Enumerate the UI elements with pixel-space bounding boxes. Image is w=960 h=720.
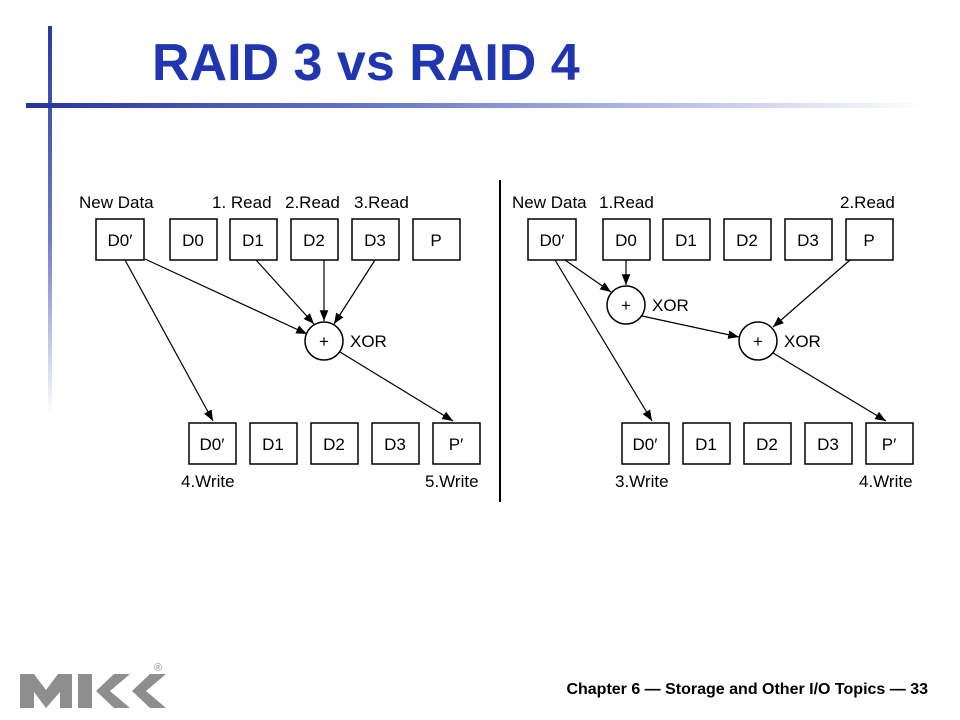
raid3-top-block-d3: D3 [351,218,400,261]
raid3-write-parity-label: 5.Write [425,472,479,491]
raid4-arrow-newdata-to-xor1 [564,259,612,293]
svg-text:D3: D3 [364,231,386,250]
svg-text:D3: D3 [817,435,839,454]
raid3-write-data-label: 4.Write [181,472,235,491]
svg-text:D3: D3 [384,435,406,454]
raid3-read2-label: 2.Read [285,193,340,212]
registered-mark: ® [154,662,162,674]
slide-title: RAID 3 vs RAID 4 [152,34,580,92]
raid4-top-block-d1: D1 [662,218,711,261]
svg-text:D0: D0 [182,231,204,250]
svg-text:D2: D2 [736,231,758,250]
raid3-xor-node: + XOR [304,321,387,361]
svg-text:D0′: D0′ [540,231,565,250]
raid3-bottom-block-d3: D3 [371,422,420,465]
svg-text:D2: D2 [303,231,325,250]
raid4-top-block-d0: D0 [602,218,651,261]
raid3-arrow-newdata-to-write [124,259,214,422]
raid4-read1-label: 1.Read [599,193,654,212]
raid4-write-data-label: 3.Write [615,472,669,491]
raid3-xor-label: XOR [350,332,387,351]
svg-text:+: + [621,296,631,315]
raid3-top-block-d0-new: D0′ [95,218,145,261]
raid4-top-block-d3: D3 [784,218,833,261]
publisher-logo: ® [20,662,166,708]
raid4-xor1-label: XOR [652,296,689,315]
svg-text:D3: D3 [797,231,819,250]
raid4-arrow-xor1-to-xor2 [641,315,740,339]
svg-text:D0: D0 [615,231,637,250]
accent-vertical-bar [48,26,52,416]
raid4-new-data-label: New Data [512,193,587,212]
raid4-arrow-xor2-to-parity [772,352,887,422]
raid3-bottom-block-d1: D1 [249,422,298,465]
accent-horizontal-bar [26,103,926,108]
svg-text:+: + [319,332,329,351]
raid4-panel: New Data 1.Read 2.Read D0′ D0 D1 D2 D3 P [512,193,914,491]
raid4-xor-node-1: + XOR [606,285,689,325]
raid3-arrow-xor-to-parity [339,351,454,422]
svg-text:D0′: D0′ [200,435,225,454]
svg-text:P: P [863,231,874,250]
slide-footer: Chapter 6 — Storage and Other I/O Topics… [566,681,928,698]
svg-text:D1: D1 [695,435,717,454]
raid3-top-block-d0: D0 [169,218,218,261]
raid3-bottom-block-p-new: P′ [432,422,481,465]
svg-text:D1: D1 [675,231,697,250]
svg-text:P′: P′ [882,435,897,454]
svg-text:D2: D2 [323,435,345,454]
raid4-xor2-label: XOR [784,332,821,351]
raid4-xor-node-2: + XOR [738,321,821,361]
raid4-write-parity-label: 4.Write [859,472,913,491]
raid4-arrow-newdata-to-write [554,259,653,422]
raid3-top-block-p: P [412,218,461,261]
raid3-read1-label: 1. Read [212,193,272,212]
svg-text:P′: P′ [449,435,464,454]
raid4-top-block-d0-new: D0′ [527,218,577,261]
raid3-panel: New Data 1. Read 2.Read 3.Read D0′ D0 D1… [79,193,481,491]
raid4-bottom-block-d2: D2 [743,422,792,465]
raid3-read3-label: 3.Read [354,193,409,212]
raid3-top-block-d2: D2 [290,218,339,261]
raid3-arrow-d3-to-xor [333,259,376,325]
raid4-bottom-block-d0-new: D0′ [621,422,670,465]
raid4-arrow-parity-to-xor2 [772,259,851,328]
raid3-arrow-newdata-to-xor [144,258,308,335]
svg-text:D1: D1 [262,435,284,454]
raid4-bottom-block-d1: D1 [682,422,731,465]
raid4-read2-label: 2.Read [840,193,895,212]
raid3-top-block-d1: D1 [229,218,278,261]
svg-text:D0′: D0′ [633,435,658,454]
svg-text:D2: D2 [756,435,778,454]
svg-text:P: P [430,231,441,250]
raid3-bottom-block-d2: D2 [310,422,359,465]
svg-text:D0′: D0′ [108,231,133,250]
raid4-top-block-d2: D2 [723,218,772,261]
raid3-arrow-d1-to-xor [255,259,315,325]
raid4-top-block-p: P [845,218,894,261]
raid3-new-data-label: New Data [79,193,154,212]
raid4-bottom-block-d3: D3 [804,422,853,465]
svg-text:D1: D1 [242,231,264,250]
raid4-bottom-block-p-new: P′ [865,422,914,465]
raid3-bottom-block-d0-new: D0′ [188,422,237,465]
svg-text:+: + [753,332,763,351]
